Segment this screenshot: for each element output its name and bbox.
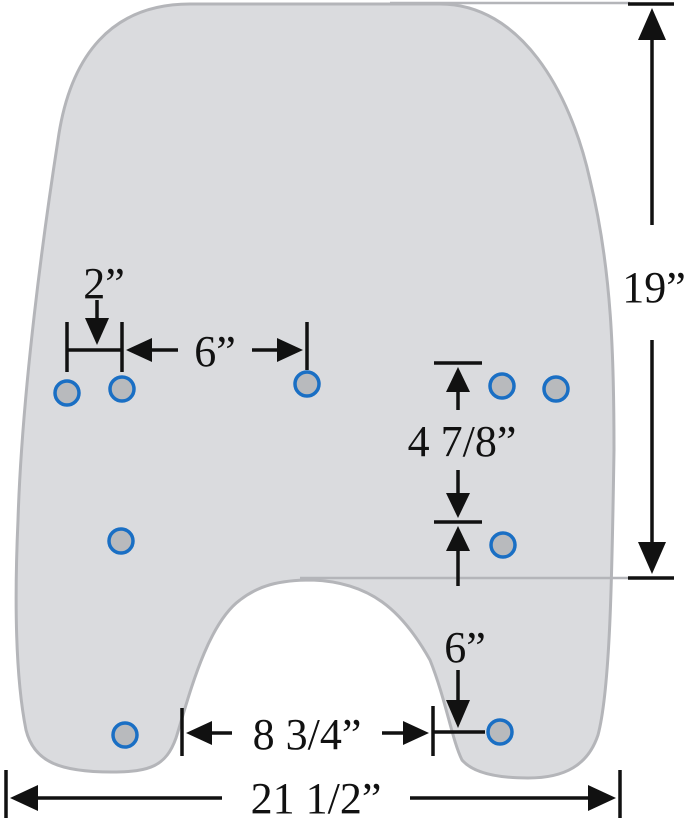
lower-offset-arrow-down (446, 700, 470, 728)
vspacing-arrow-down (446, 493, 470, 518)
mounting-holes (53, 370, 570, 749)
label-notch-width: 8 3/4” (253, 710, 362, 759)
width-arrow-right (588, 785, 616, 811)
hole-left-top-inner (108, 375, 136, 403)
offset-arrow-down (85, 318, 109, 345)
notch-arrow-right (403, 721, 429, 745)
height-arrow-down (638, 542, 666, 574)
label-total-height: 19” (622, 263, 686, 312)
label-total-width: 21 1/2” (251, 774, 382, 821)
label-lower-offset: 6” (444, 623, 486, 672)
hole-right-top-outer (542, 375, 570, 403)
label-hole-offset: 2” (83, 259, 125, 308)
hole-left-top-far (293, 370, 321, 398)
label-vertical-spacing: 4 7/8” (408, 417, 517, 466)
hole-left-bottom (111, 721, 139, 749)
hole-right-middle (489, 531, 517, 559)
spacing-arrow-left (126, 338, 152, 362)
height-arrow-up (638, 8, 666, 40)
label-hole-spacing-top: 6” (194, 327, 236, 376)
hole-right-top-inner (488, 372, 516, 400)
vspacing-arrow-up (446, 367, 470, 392)
spacing-arrow-right (277, 338, 303, 362)
hole-left-middle (107, 527, 135, 555)
vspacing-arrow-up-lower (446, 526, 470, 551)
hole-left-top-outer (53, 379, 81, 407)
notch-arrow-left (186, 721, 212, 745)
hole-right-bottom (486, 718, 514, 746)
width-arrow-left (10, 785, 38, 811)
